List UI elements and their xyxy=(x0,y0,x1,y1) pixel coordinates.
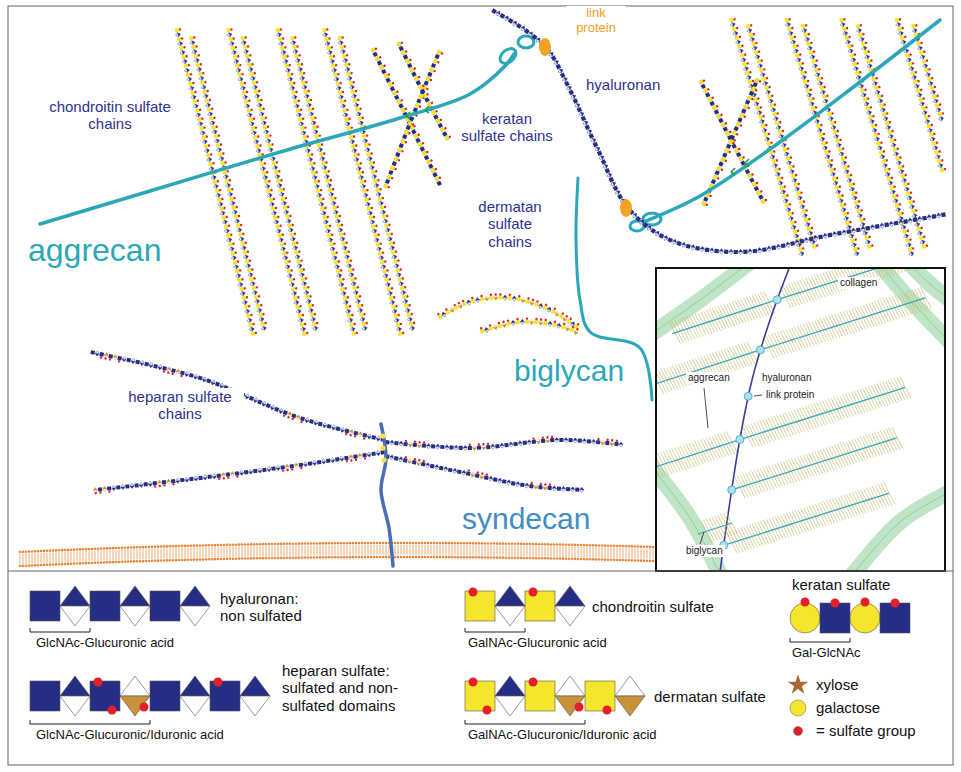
page: link proteinhyaluronankeratan sulfate ch… xyxy=(0,0,961,772)
